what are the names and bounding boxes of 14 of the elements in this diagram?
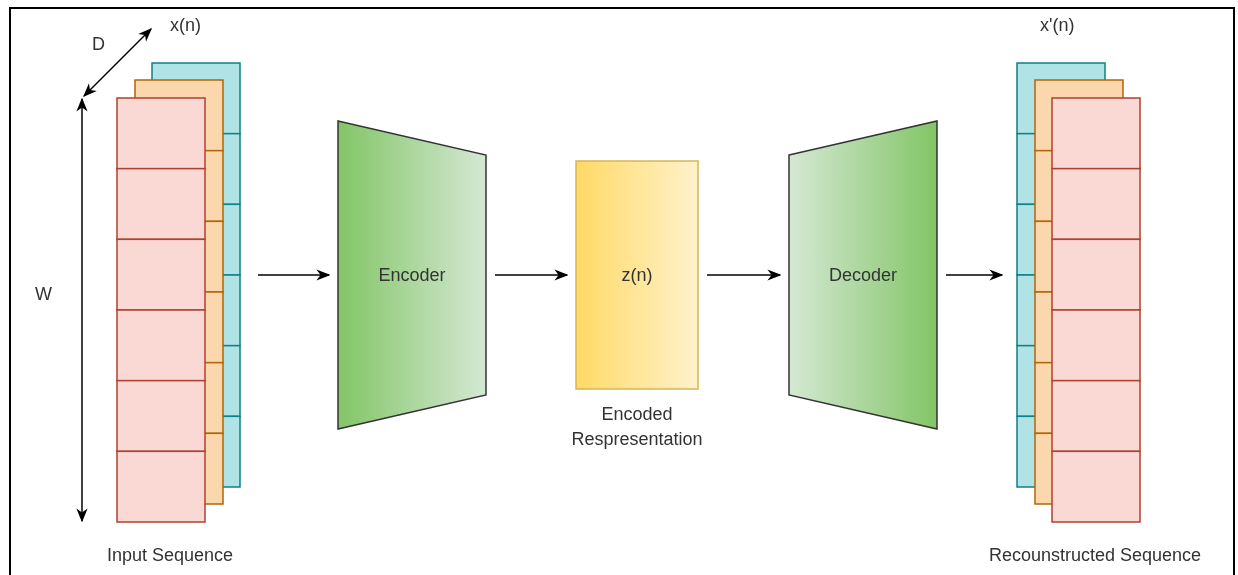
node-label: Input Sequence [105,545,235,566]
node-label: Recounstructed Sequence [987,545,1203,566]
sequence-label: x'(n) [1040,15,1075,36]
latent-label: z(n) [620,264,654,286]
arrow [257,269,331,281]
arrow [706,269,782,281]
block-label: Encoder [377,264,447,286]
node-label: Encoded Respresentation [570,403,704,451]
dimension-label: D [92,34,105,55]
sequence-label: x(n) [170,15,201,36]
dimension-label: W [35,284,52,305]
arrow [945,269,1004,281]
block-label: Decoder [827,264,898,286]
arrow [494,269,569,281]
